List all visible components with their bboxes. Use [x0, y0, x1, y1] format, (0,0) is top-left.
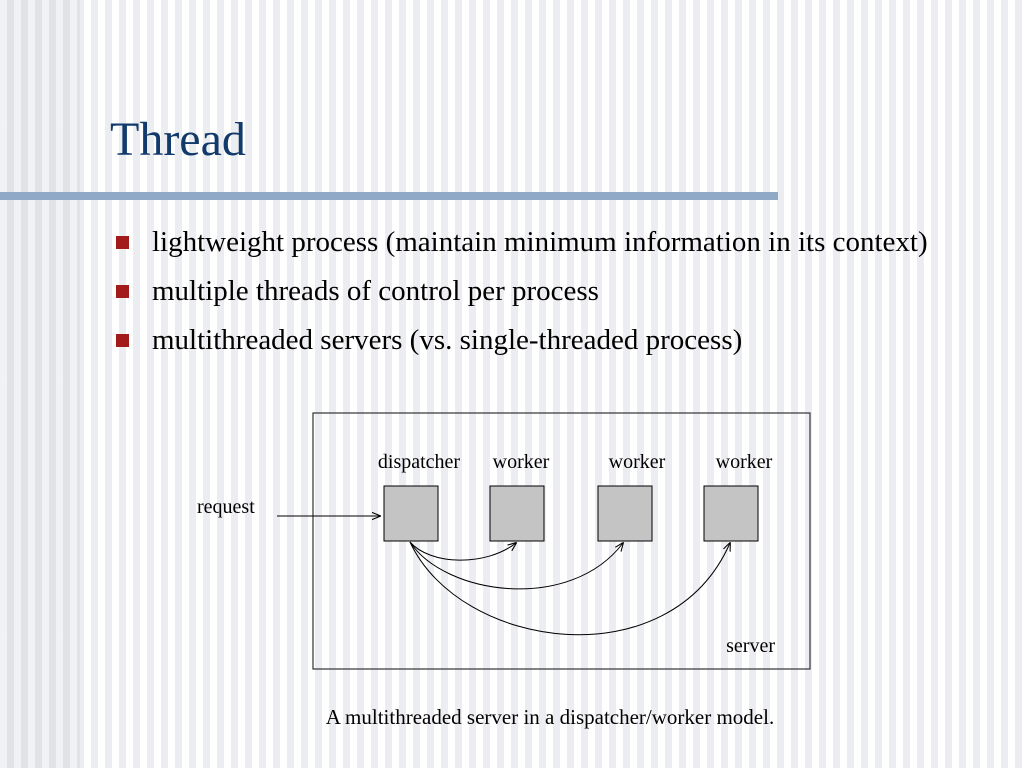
- bullet-list: lightweight process (maintain minimum in…: [112, 222, 972, 369]
- bullet-text: multiple threads of control per process: [152, 275, 599, 307]
- square-bullet-icon: [116, 236, 129, 249]
- bullet-item: multiple threads of control per process: [112, 271, 972, 312]
- dispatch-arrow: [409, 542, 623, 590]
- worker-label: worker: [609, 451, 666, 473]
- server-boundary: [312, 412, 811, 670]
- worker-thread-box: [703, 485, 759, 542]
- slide-title: Thread: [110, 113, 246, 166]
- title-divider: [0, 192, 778, 200]
- server-label: server: [726, 635, 775, 657]
- square-bullet-icon: [116, 334, 129, 347]
- worker-thread-box: [597, 485, 653, 542]
- dispatcher-worker-diagram: dispatcher worker worker worker request …: [197, 412, 811, 670]
- bullet-text: multithreaded servers (vs. single-thread…: [152, 324, 743, 356]
- dispatch-arrow: [409, 542, 516, 561]
- bullet-item: lightweight process (maintain minimum in…: [112, 222, 972, 263]
- bullet-item: multithreaded servers (vs. single-thread…: [112, 320, 972, 361]
- figure-caption: A multithreaded server in a dispatcher/w…: [325, 705, 775, 729]
- request-label: request: [197, 496, 255, 518]
- square-bullet-icon: [116, 285, 129, 298]
- dispatcher-label: dispatcher: [378, 451, 461, 473]
- dispatcher-thread-box: [383, 485, 439, 542]
- worker-thread-box: [489, 485, 545, 542]
- background-band: [0, 0, 80, 768]
- bullet-text: lightweight process (maintain minimum in…: [152, 226, 928, 258]
- worker-label: worker: [716, 451, 773, 473]
- dispatch-arrow: [409, 542, 730, 636]
- worker-label: worker: [493, 451, 550, 473]
